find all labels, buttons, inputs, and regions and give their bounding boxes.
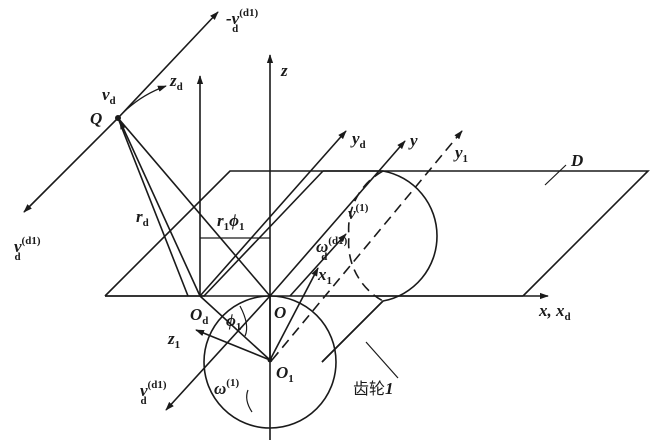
label-rd: rd	[136, 207, 149, 229]
label-z1: z1	[167, 329, 180, 351]
yd-axis	[199, 130, 347, 297]
gear-leader	[365, 341, 399, 379]
label-x1: x1	[317, 265, 332, 287]
vd-line-lower	[23, 117, 119, 213]
d-leader	[544, 164, 567, 186]
label-v1: v(1)	[348, 202, 369, 223]
label-vd-bottom: v(d1)d	[140, 379, 167, 407]
y-axis	[269, 140, 406, 297]
z1-axis	[195, 329, 271, 361]
label-yd: yd	[350, 129, 366, 151]
gear-back-hidden-arc	[347, 170, 384, 302]
label-omega-d: ω(d1)d	[316, 235, 348, 263]
o1-to-od-line	[199, 295, 271, 361]
label-q: Q	[90, 109, 102, 128]
plane-d	[104, 170, 650, 297]
label-d: D	[570, 151, 583, 170]
omega-d-arrow	[289, 233, 347, 297]
label-y1: y1	[453, 143, 468, 165]
label-phi1: ϕ1	[226, 311, 241, 333]
label-x-xd: x, xd	[538, 301, 571, 323]
label-z: z	[280, 61, 288, 80]
label-gear: 齿轮1	[353, 379, 394, 398]
label-o: O	[274, 303, 286, 322]
label-vd-left: v(d1)d	[14, 235, 41, 263]
od-origin-line	[117, 117, 189, 297]
label-o1: O1	[276, 363, 294, 385]
label-zd: zd	[169, 71, 183, 93]
vd-curve-arrow	[117, 85, 167, 119]
label-r1phi1: r1ϕ1	[217, 211, 244, 233]
q-to-o-line	[117, 117, 271, 297]
vd-line-upper	[117, 11, 219, 119]
gear-cylinder-top-line	[203, 170, 324, 297]
x1-axis	[269, 267, 319, 361]
gear-cylinder-bottom-line	[321, 300, 384, 363]
y1-axis	[271, 130, 463, 361]
label-od: Od	[190, 305, 208, 327]
rd-vector	[119, 120, 201, 297]
point-q	[115, 115, 121, 121]
gear-cylinder-outline	[321, 170, 438, 363]
label-y: y	[408, 131, 418, 150]
label-omega1: ω(1)	[214, 377, 239, 398]
point-o1	[267, 357, 273, 363]
omega1-arc	[246, 389, 253, 413]
label-vd-top: vd	[102, 85, 116, 107]
label-neg-vd-top: -v(d1)d	[226, 7, 258, 35]
vd-lower-arrow	[165, 295, 271, 411]
